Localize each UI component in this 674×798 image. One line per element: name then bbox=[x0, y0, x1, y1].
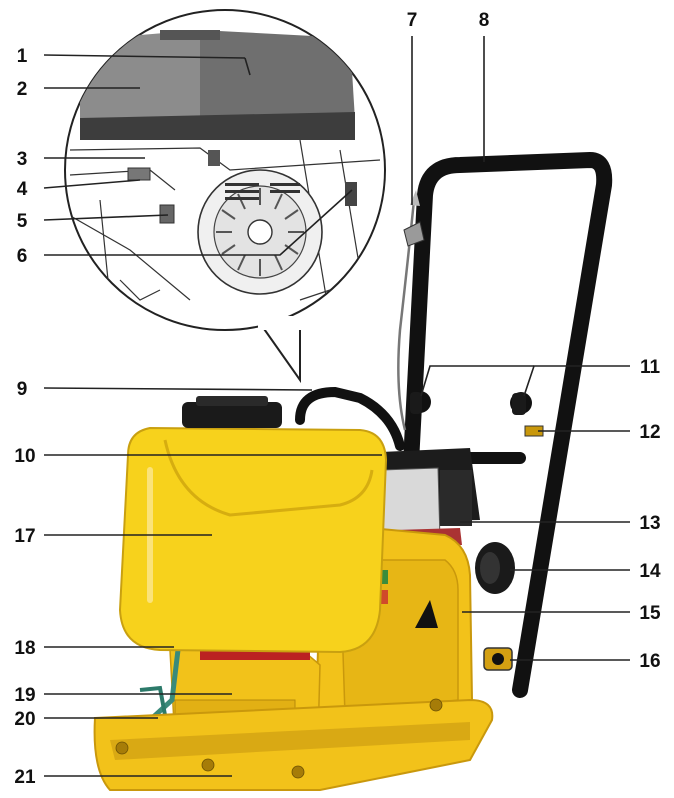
callout-10: 10 bbox=[14, 446, 35, 467]
engine-detail-inset-icon bbox=[64, 9, 386, 384]
callout-21: 21 bbox=[14, 767, 36, 788]
callout-6: 6 bbox=[17, 246, 28, 267]
callout-16: 16 bbox=[639, 651, 660, 672]
leader-lines bbox=[43, 36, 630, 777]
callout-11: 11 bbox=[640, 357, 661, 378]
leader-line-1 bbox=[43, 54, 246, 59]
callout-17: 17 bbox=[14, 526, 35, 547]
leader-line-4 bbox=[43, 179, 141, 189]
callout-15: 15 bbox=[639, 603, 661, 624]
callout-3: 3 bbox=[17, 149, 28, 170]
leader-line-9 bbox=[43, 387, 313, 391]
leader-line-5 bbox=[43, 214, 169, 221]
callout-8: 8 bbox=[479, 10, 490, 31]
callout-19: 19 bbox=[14, 685, 35, 706]
callout-9: 9 bbox=[17, 379, 28, 400]
callout-5: 5 bbox=[17, 211, 28, 232]
callout-numbers: 1 2 3 4 5 6 7 8 9 10 11 12 13 14 15 16 1… bbox=[14, 10, 661, 788]
callout-1: 1 bbox=[17, 46, 28, 67]
leader-line-1-tip bbox=[244, 57, 251, 76]
callout-14: 14 bbox=[639, 561, 661, 582]
leader-line-11b bbox=[420, 365, 534, 397]
callout-7: 7 bbox=[407, 10, 418, 31]
callout-12: 12 bbox=[639, 422, 660, 443]
plate-compactor-icon bbox=[93, 152, 613, 791]
callout-18: 18 bbox=[14, 638, 35, 659]
callout-20: 20 bbox=[14, 709, 35, 730]
callout-4: 4 bbox=[17, 179, 28, 200]
callout-13: 13 bbox=[639, 513, 660, 534]
callout-2: 2 bbox=[17, 79, 28, 100]
leader-line-6 bbox=[44, 189, 353, 256]
